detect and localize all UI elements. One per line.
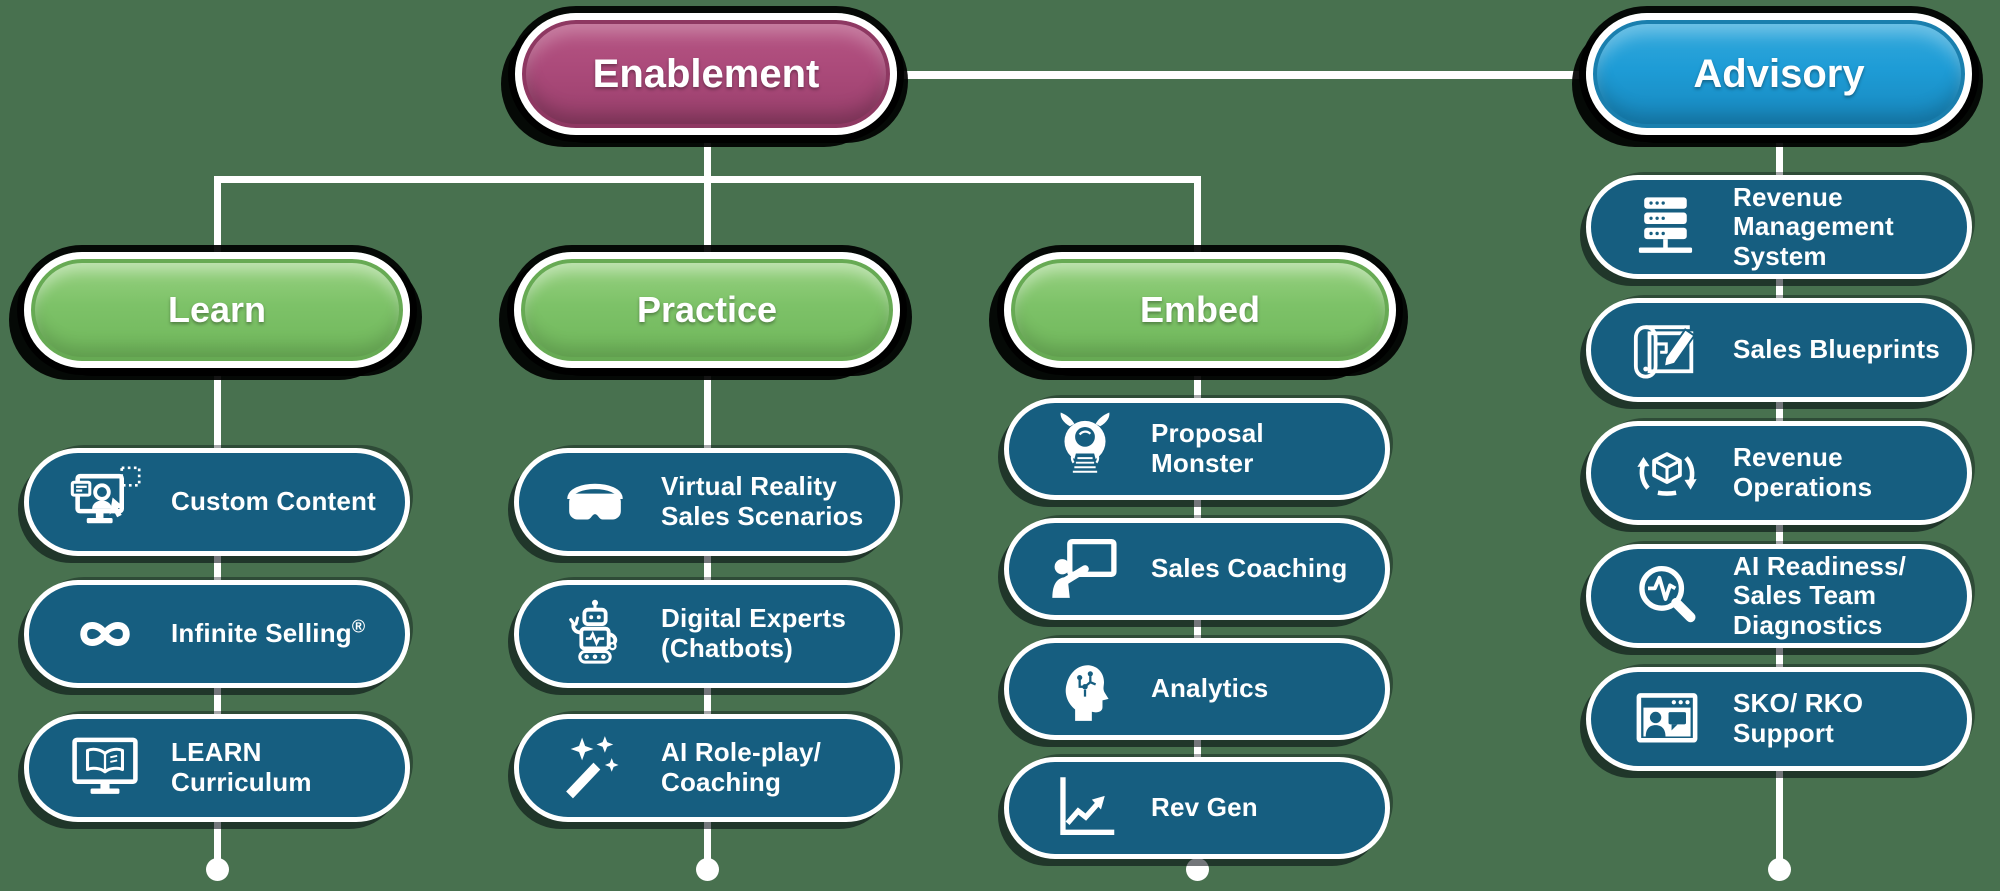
growth-chart-icon bbox=[1047, 770, 1123, 846]
item-label-text: Digital Experts (Chatbots) bbox=[661, 603, 847, 663]
item-label: Proposal Monster bbox=[1151, 419, 1264, 478]
server-stack-icon bbox=[1629, 189, 1705, 265]
terminal-dot bbox=[696, 858, 719, 881]
item-label: Infinite Selling® bbox=[171, 616, 366, 649]
item-label: Sales Coaching bbox=[1151, 553, 1348, 584]
connector-enablement-advisory bbox=[706, 71, 1779, 79]
item-label-text: LEARN Curriculum bbox=[171, 737, 312, 797]
item-label-text: Rev Gen bbox=[1151, 792, 1258, 823]
item-sko-rko: SKO/ RKO Support bbox=[1586, 667, 1972, 771]
item-proposal: Proposal Monster bbox=[1004, 398, 1390, 500]
node-enablement-label: Enablement bbox=[592, 51, 820, 96]
analytics-head-icon bbox=[1047, 651, 1123, 727]
item-label-text: Virtual Reality Sales Scenarios bbox=[661, 471, 864, 531]
item-label-text: Infinite Selling bbox=[171, 618, 352, 649]
item-rev-gen: Rev Gen bbox=[1004, 757, 1390, 859]
item-analytics: Analytics bbox=[1004, 638, 1390, 740]
node-advisory-label: Advisory bbox=[1693, 51, 1865, 96]
item-label-text: Analytics bbox=[1151, 673, 1269, 704]
item-ai-role-play: AI Role-play/ Coaching bbox=[514, 714, 900, 822]
item-label-text: AI Readiness/ Sales Team Diagnostics bbox=[1733, 550, 1907, 640]
item-label: Custom Content bbox=[171, 486, 376, 517]
monster-icon bbox=[1047, 411, 1123, 487]
node-practice: Practice bbox=[514, 252, 900, 368]
learn-curriculum-icon bbox=[67, 730, 143, 806]
item-label-text: Proposal Monster bbox=[1151, 418, 1264, 478]
item-learn: LEARN Curriculum bbox=[24, 714, 410, 822]
item-label: Analytics bbox=[1151, 673, 1269, 704]
item-label: SKO/ RKO Support bbox=[1733, 689, 1863, 748]
item-virtual-reality: Virtual Reality Sales Scenarios bbox=[514, 448, 900, 556]
magic-wand-icon bbox=[557, 730, 633, 806]
terminal-dot bbox=[1768, 858, 1791, 881]
node-learn-label: Learn bbox=[167, 289, 267, 330]
item-digital-experts: Digital Experts (Chatbots) bbox=[514, 580, 900, 688]
terminal-dot bbox=[206, 858, 229, 881]
item-label: AI Readiness/ Sales Team Diagnostics bbox=[1733, 550, 1907, 641]
item-label: Sales Blueprints bbox=[1733, 334, 1940, 365]
item-label: Virtual Reality Sales Scenarios bbox=[661, 472, 863, 531]
blueprint-icon bbox=[1629, 312, 1705, 388]
terminal-dot bbox=[1186, 858, 1209, 881]
item-sales-coaching: Sales Coaching bbox=[1004, 518, 1390, 620]
item-sales-blueprints: Sales Blueprints bbox=[1586, 298, 1972, 402]
node-learn: Learn bbox=[24, 252, 410, 368]
node-enablement: Enablement bbox=[515, 13, 897, 135]
revenue-ops-icon bbox=[1629, 435, 1705, 511]
item-infinite-selling: Infinite Selling® bbox=[24, 580, 410, 688]
item-label: AI Role-play/ Coaching bbox=[661, 738, 821, 797]
custom-content-icon bbox=[67, 464, 143, 540]
video-support-icon bbox=[1629, 681, 1705, 757]
node-practice-label: Practice bbox=[636, 289, 778, 330]
item-ai-readiness: AI Readiness/ Sales Team Diagnostics bbox=[1586, 544, 1972, 648]
item-label-text: Sales Blueprints bbox=[1733, 334, 1940, 365]
item-label-text: AI Role-play/ Coaching bbox=[661, 737, 822, 797]
vr-goggles-icon bbox=[557, 464, 633, 540]
item-label-text: Revenue Management System bbox=[1733, 181, 1894, 271]
item-label: Digital Experts (Chatbots) bbox=[661, 604, 846, 663]
registered-trademark: ® bbox=[351, 616, 366, 637]
item-label-text: Sales Coaching bbox=[1151, 553, 1348, 584]
infinity-icon bbox=[67, 596, 143, 672]
item-label-text: SKO/ RKO Support bbox=[1733, 688, 1864, 748]
item-revenue: Revenue Management System bbox=[1586, 175, 1972, 279]
node-embed: Embed bbox=[1004, 252, 1396, 368]
item-label: Rev Gen bbox=[1151, 792, 1258, 823]
item-revenue: Revenue Operations bbox=[1586, 421, 1972, 525]
item-label: Revenue Management System bbox=[1733, 181, 1894, 272]
node-advisory: Advisory bbox=[1586, 13, 1972, 135]
coaching-board-icon bbox=[1047, 531, 1123, 607]
item-label: Revenue Operations bbox=[1733, 443, 1872, 502]
item-custom-content: Custom Content bbox=[24, 448, 410, 556]
item-label-text: Revenue Operations bbox=[1733, 442, 1873, 502]
robot-icon bbox=[557, 596, 633, 672]
item-label-text: Custom Content bbox=[171, 486, 376, 517]
node-embed-label: Embed bbox=[1139, 289, 1261, 330]
item-label: LEARN Curriculum bbox=[171, 738, 312, 797]
diagnostics-magnifier-icon bbox=[1629, 558, 1705, 634]
